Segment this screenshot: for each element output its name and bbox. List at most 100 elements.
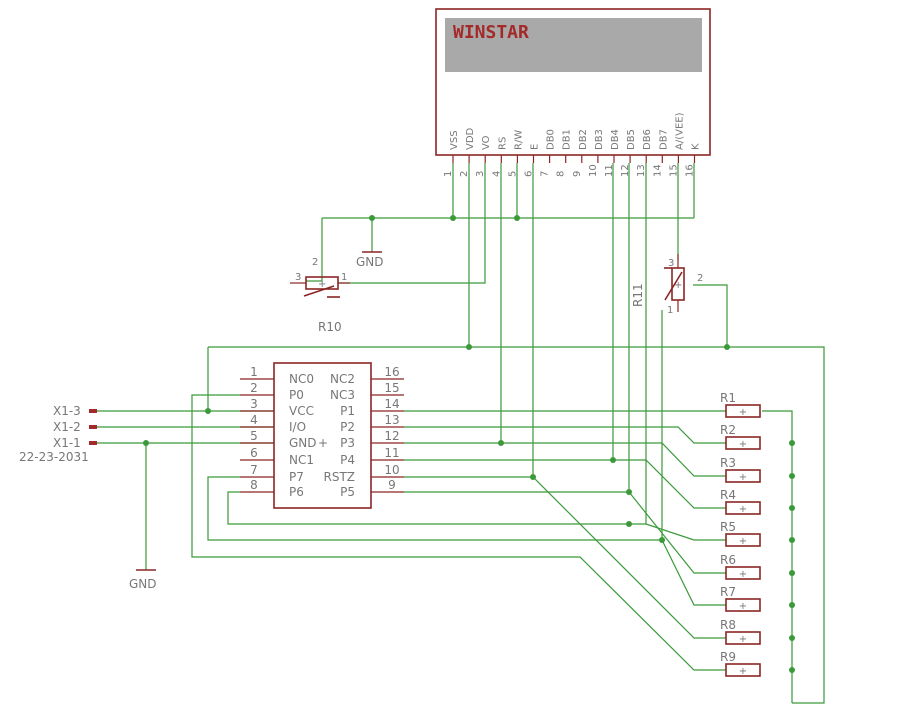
r10-pin-1: 1 [341,272,347,283]
lcd-pin-number: 13 [636,164,647,177]
lcd-pin-number: 10 [588,164,599,177]
resistor-label: R9 [720,650,736,664]
resistor-body [725,436,761,450]
resistor-label: R1 [720,391,736,405]
lcd-module-outline [435,8,711,156]
ic-pin-right-name: P5 [340,485,355,499]
ic-pin-right-number: 13 [384,413,399,427]
lcd-pin-number: 12 [620,164,631,177]
resistor-plus-mark: + [739,601,747,612]
gnd-label-bottom: GND [129,577,157,591]
resistor-plus-mark: + [739,504,747,515]
ic-origin-mark: + [318,436,328,450]
r11-pin-2: 2 [697,273,703,284]
r10-pin-2: 2 [312,257,318,268]
resistor-body [725,631,761,645]
resistor-plus-mark: + [739,407,747,418]
r10-plus-mark: + [318,279,326,290]
gnd-symbol-bottom: GND [129,569,157,591]
resistor-body [725,566,761,580]
r11-pin-1: 1 [667,305,673,316]
resistor-plus-mark: + [739,569,747,580]
ic-pin-left-number: 5 [250,429,258,443]
resistor-label: R5 [720,520,736,534]
lcd-pin-name: DB6 [642,129,653,150]
r11-pin-3: 3 [668,258,674,269]
r11-label: R11 [631,283,645,307]
ic-pin-right-number: 12 [384,429,399,443]
resistor-label: R2 [720,423,736,437]
connector-pin-mark [89,409,97,413]
ic-pin-right-number: 11 [384,446,399,460]
ic-pin-left-number: 2 [250,381,258,395]
lcd-pin-number: 9 [572,171,583,177]
r10-label: R10 [318,320,342,334]
lcd-pins: VSS1VDD2VO3RS4R/W5E6DB07DB18DB29DB310DB4… [443,112,702,177]
ic-pin-right-name: P2 [340,420,355,434]
lcd-pin-number: 1 [443,171,454,177]
resistor-body [725,501,761,515]
junctions [143,215,795,673]
ic-pin-left-number: 1 [250,365,258,379]
ic-pin-right-name: NC3 [330,388,355,402]
ic-pin-right-number: 14 [384,397,399,411]
ic-pin-left-name: NC1 [289,453,314,467]
gnd-label-top: GND [356,255,384,269]
lcd-pin-number: 6 [524,171,535,177]
connector-pin-label: X1-1 [53,436,81,450]
resistor-label: R6 [720,553,736,567]
connector-pin-mark [89,441,97,445]
resistor-body [725,469,761,483]
lcd-pin-name: VDD [465,127,476,150]
lcd-pin-number: 8 [556,171,567,177]
lcd-pin-name: K [691,143,702,150]
lcd-pin-number: 11 [604,164,615,177]
r11-plus-mark: + [674,280,682,291]
resistor-plus-mark: + [739,472,747,483]
connector-pin-mark [89,425,97,429]
resistor-plus-mark: + [739,536,747,547]
lcd-title: WINSTAR [453,22,529,43]
ic-pin-left-name: P0 [289,388,304,402]
ic-pin-right-number: 10 [384,463,399,477]
lcd-pin-name: DB1 [562,129,573,150]
wires [97,163,825,704]
lcd-pin-name: DB4 [610,129,621,150]
ic-pin-left-number: 8 [250,478,258,492]
lcd-display-area [445,18,702,72]
ic-pin-left-name: I/O [289,420,306,434]
lcd-pin-number: 16 [685,164,696,177]
potentiometer-r11: + 3 1 2 R11 [631,254,703,316]
connector-pin-label: X1-2 [53,420,81,434]
connector-pin-label: X1-3 [53,404,81,418]
lcd-pin-number: 2 [459,171,470,177]
lcd-pin-number: 5 [507,171,518,177]
ic-pin-right-number: 15 [384,381,399,395]
lcd-pin-name: DB7 [658,129,669,150]
resistor-label: R8 [720,618,736,632]
resistor-array: R1+R2+R3+R4+R5+R6+R7+R8+R9+ [720,391,761,677]
lcd-pin-number: 4 [491,171,502,177]
resistor-label: R3 [720,456,736,470]
resistor-body [725,598,761,612]
lcd-pin-number: 7 [540,171,551,177]
lcd-pin-name: DB3 [594,129,605,150]
ic-pin-right-number: 9 [388,478,396,492]
resistor-label: R4 [720,488,736,502]
resistor-label: R7 [720,585,736,599]
resistor-plus-mark: + [739,634,747,645]
ic-pin-left-number: 6 [250,446,258,460]
connector-part-number: 22-23-2031 [19,450,89,464]
lcd-pin-name: RS [497,137,508,150]
lcd-pin-name: DB5 [626,129,637,150]
connector-x1: X1-3X1-2X1-1 [53,404,97,450]
resistor-body [725,663,761,677]
ic-pin-left-name: P6 [289,485,304,499]
ic-pin-right-name: NC2 [330,372,355,386]
resistor-body [725,533,761,547]
ic-pin-right-name: P1 [340,404,355,418]
lcd-pin-name: A/(VEE) [674,112,685,150]
ic-pin-left-number: 4 [250,413,258,427]
resistor-plus-mark: + [739,439,747,450]
